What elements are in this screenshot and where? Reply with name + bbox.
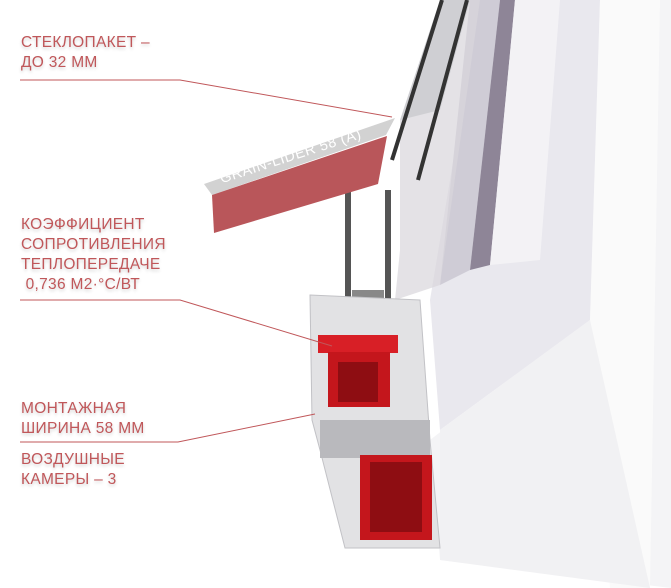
model-tag-background — [212, 136, 387, 233]
model-tag-shadow — [204, 118, 395, 195]
label-line: МОНТАЖНАЯ — [21, 400, 127, 417]
label-heat-coefficient: КОЭФФИЦИЕНТ СОПРОТИВЛЕНИЯ ТЕПЛОПЕРЕДАЧЕ … — [21, 215, 166, 295]
label-line: КАМЕРЫ – 3 — [21, 471, 117, 488]
label-glass-unit: СТЕКЛОПАКЕТ – ДО 32 ММ — [21, 33, 150, 73]
label-line: ШИРИНА 58 ММ — [21, 420, 145, 437]
leader-line-width — [20, 413, 316, 443]
label-mount-width: МОНТАЖНАЯ ШИРИНА 58 ММ — [21, 399, 145, 439]
label-line: 0,736 М2·°С/ВТ — [21, 276, 141, 293]
leader-line-glass — [20, 79, 393, 118]
leader-line-coef — [20, 299, 333, 347]
label-line: ДО 32 ММ — [21, 54, 98, 71]
label-line: СОПРОТИВЛЕНИЯ — [21, 236, 166, 253]
label-air-chambers: ВОЗДУШНЫЕ КАМЕРЫ – 3 — [21, 450, 125, 490]
label-line: СТЕКЛОПАКЕТ – — [21, 34, 150, 51]
label-line: ВОЗДУШНЫЕ — [21, 451, 125, 468]
label-line: ТЕПЛОПЕРЕДАЧЕ — [21, 256, 161, 273]
label-line: КОЭФФИЦИЕНТ — [21, 216, 145, 233]
